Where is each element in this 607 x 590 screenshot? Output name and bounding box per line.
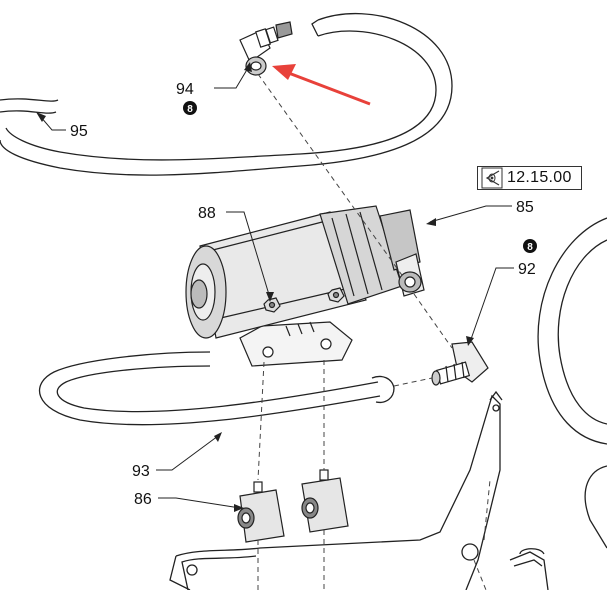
torque-badge-92: 8 xyxy=(523,239,537,253)
callout-88: 88 xyxy=(198,205,216,222)
view-reference[interactable]: 12.15.00 xyxy=(477,166,582,190)
leader-lines xyxy=(39,67,514,509)
hose-95 xyxy=(0,12,453,176)
svg-text:8: 8 xyxy=(527,242,533,253)
torque-badge-94: 8 xyxy=(183,101,197,115)
hose-93 xyxy=(38,351,395,426)
elbow-fitting-92 xyxy=(431,341,489,386)
callout-95: 95 xyxy=(70,123,88,140)
callout-86: 86 xyxy=(134,491,152,508)
view-reference-label: 12.15.00 xyxy=(507,169,572,186)
callout-94: 94 xyxy=(176,81,194,98)
callout-85: 85 xyxy=(516,199,534,216)
elbow-fitting-94 xyxy=(239,21,293,76)
highlight-arrow-icon xyxy=(272,64,371,106)
assembly-lines xyxy=(257,73,491,590)
leader-arrowheads xyxy=(36,62,474,512)
callout-92: 92 xyxy=(518,261,536,278)
callout-93: 93 xyxy=(132,463,150,480)
view-eye-icon xyxy=(481,167,503,189)
pump-motor-85 xyxy=(185,205,425,367)
mounting-bracket xyxy=(169,390,549,590)
tank-rim xyxy=(537,217,607,549)
isolator-mount-86 xyxy=(237,469,349,543)
svg-text:8: 8 xyxy=(187,104,193,115)
